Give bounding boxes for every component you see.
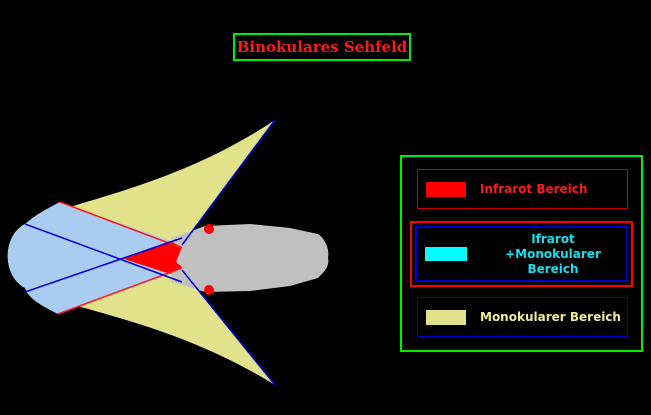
- head-shape: [172, 224, 329, 292]
- right-eye: [204, 285, 214, 295]
- legend-label-mixed: Ifrarot +Monokularer Bereich: [505, 231, 601, 276]
- legend-item-mixed-frame: Ifrarot +Monokularer Bereich: [410, 221, 633, 287]
- legend-swatch-monocular: [426, 309, 466, 325]
- diagram-title-text: Binokulares Sehfeld: [236, 38, 408, 56]
- left-eye: [204, 224, 214, 234]
- legend-item-infrared: Infrarot Bereich: [417, 169, 628, 209]
- blue-line-upper: [24, 223, 183, 283]
- blue-edge-upper: [181, 119, 276, 246]
- red-line-upper: [59, 201, 183, 249]
- blue-line-lower: [24, 237, 183, 293]
- infrared-field: [124, 241, 182, 274]
- diagram-title: Binokulares Sehfeld: [233, 33, 411, 61]
- legend-swatch-mixed: [425, 247, 467, 261]
- legend: Infrarot Bereich Ifrarot +Monokularer Be…: [400, 155, 643, 352]
- legend-item-monocular: Monokularer Bereich: [417, 297, 628, 337]
- binocular-field: [7, 202, 182, 314]
- legend-swatch-infrared: [426, 181, 466, 197]
- legend-label-infrared: Infrarot Bereich: [480, 181, 588, 196]
- red-line-lower: [57, 267, 183, 315]
- blue-edge-lower: [181, 269, 276, 386]
- legend-label-monocular: Monokularer Bereich: [480, 309, 621, 324]
- legend-item-mixed: Ifrarot +Monokularer Bereich: [415, 226, 628, 282]
